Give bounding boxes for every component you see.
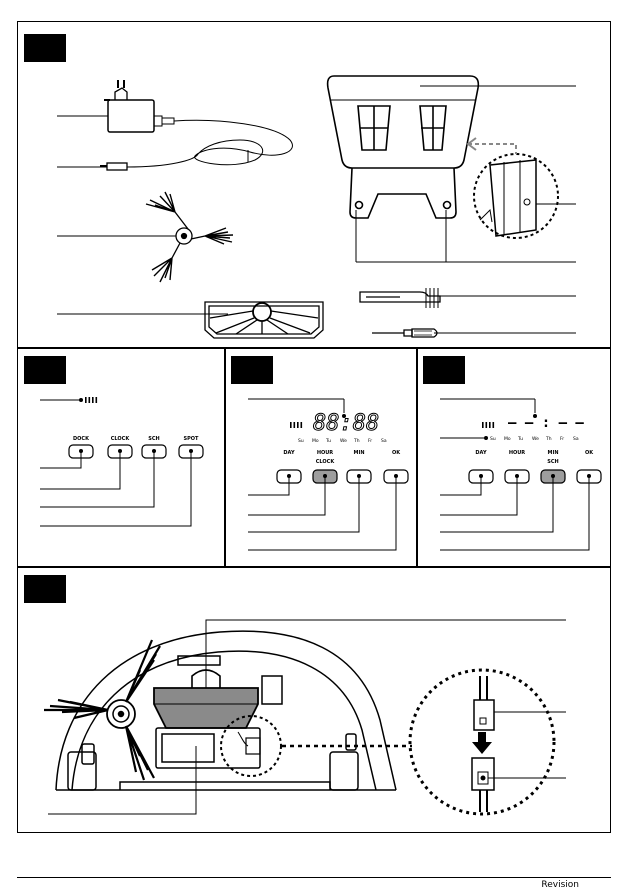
footer-rule bbox=[17, 877, 611, 878]
day-mo: Mo bbox=[312, 438, 319, 444]
button-label-min: MIN bbox=[353, 450, 364, 456]
day-fr: Fr bbox=[560, 436, 564, 442]
divider-middle bbox=[17, 566, 611, 568]
section-tag-1 bbox=[24, 34, 66, 62]
day-th: Th bbox=[353, 438, 360, 444]
section-tag-4 bbox=[423, 356, 465, 384]
figure-frame bbox=[17, 21, 611, 833]
day-su: Su bbox=[298, 438, 304, 444]
status-indicator bbox=[40, 397, 98, 403]
filter-drawing bbox=[204, 301, 324, 339]
button-label-min: MIN bbox=[547, 450, 558, 456]
day-fr: Fr bbox=[368, 438, 372, 444]
leader-lines-panel1 bbox=[57, 85, 576, 334]
cleaning-tool-drawing bbox=[359, 288, 441, 308]
button-label-spot: SPOT bbox=[184, 436, 200, 442]
day-sa: Sa bbox=[381, 438, 387, 444]
day-tu: Tu bbox=[325, 438, 331, 444]
adapter-cable-drawing bbox=[126, 119, 293, 168]
divider-top bbox=[17, 347, 611, 349]
section-tag-2 bbox=[24, 356, 66, 384]
button-label-day: DAY bbox=[283, 450, 295, 456]
clock-digits: 88:88 bbox=[313, 411, 379, 436]
button-label-dock: DOCK bbox=[73, 436, 90, 442]
charging-dock-drawing bbox=[326, 75, 480, 263]
divider-left bbox=[224, 347, 226, 567]
button-label-hour: HOUR bbox=[317, 450, 333, 456]
day-sa: Sa bbox=[573, 436, 579, 442]
screwdriver-drawing bbox=[372, 328, 438, 338]
button-label-ok: OK bbox=[585, 450, 594, 456]
robot-underside-drawing bbox=[44, 630, 412, 791]
day-mo: Mo bbox=[504, 436, 511, 442]
panel5-display: – – : – – Su Mo Tu We Th Fr Sa DAY HOUR … bbox=[475, 415, 594, 465]
panel-clock-setting bbox=[248, 398, 409, 551]
divider-right bbox=[416, 347, 418, 567]
section-tag-5 bbox=[24, 575, 66, 603]
leader-lines-panel6 bbox=[48, 619, 566, 815]
button-label-clock: CLOCK bbox=[111, 436, 131, 442]
button-label-sch: SCH bbox=[148, 436, 159, 442]
button-sub-label-clock: CLOCK bbox=[316, 459, 336, 465]
day-th: Th bbox=[545, 436, 552, 442]
footer-revision: Revision bbox=[541, 880, 579, 890]
button-label-day: DAY bbox=[475, 450, 487, 456]
day-we: We bbox=[532, 436, 539, 442]
dust-bin bbox=[153, 687, 259, 729]
day-su: Su bbox=[490, 436, 496, 442]
panel3-labels: DOCK CLOCK SCH SPOT bbox=[73, 436, 199, 442]
button-label-hour: HOUR bbox=[509, 450, 525, 456]
panel4-display: 88:88 Su Mo Tu We Th Fr Sa DAY HOUR CLOC… bbox=[283, 411, 401, 466]
connector-detail-callout bbox=[408, 668, 556, 816]
down-arrow-icon bbox=[472, 732, 492, 754]
day-we: We bbox=[340, 438, 347, 444]
side-brush-drawing bbox=[145, 191, 234, 283]
button-sub-label-sch: SCH bbox=[547, 459, 558, 465]
panel-schedule-setting bbox=[440, 398, 602, 551]
section-tag-3 bbox=[231, 356, 273, 384]
dock-detail-callout bbox=[466, 137, 559, 239]
power-adapter-drawing bbox=[104, 80, 175, 133]
schedule-digits: – – : – – bbox=[508, 415, 584, 431]
day-tu: Tu bbox=[517, 436, 523, 442]
button-label-ok: OK bbox=[392, 450, 401, 456]
panel-control-buttons bbox=[40, 397, 204, 527]
